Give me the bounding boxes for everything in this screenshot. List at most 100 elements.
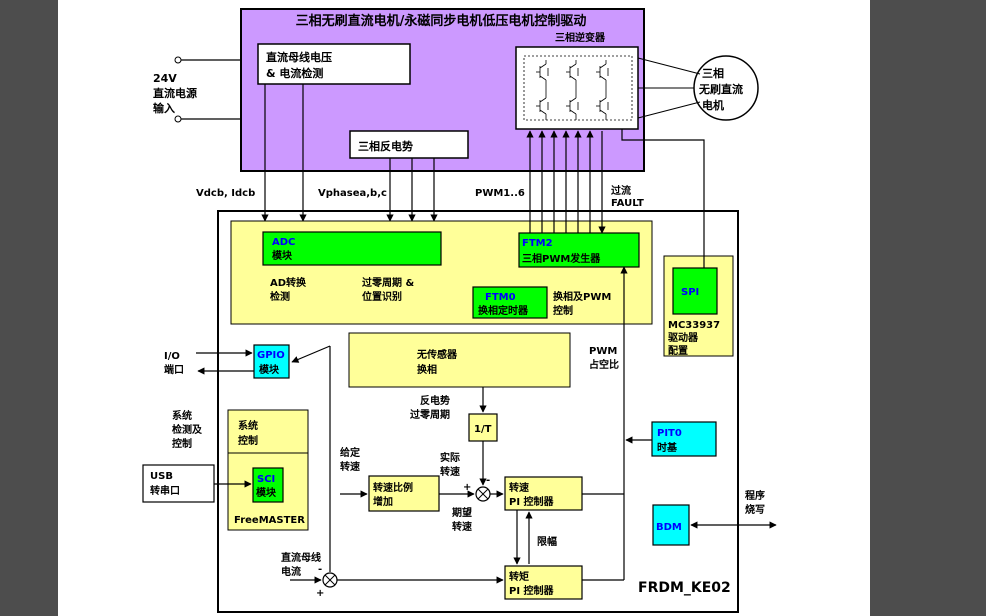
ftm2-block-sub: 三相PWM发生器 (522, 252, 601, 265)
inverter-switches-icon (523, 55, 633, 121)
gpio-block-title: GPIO (257, 350, 285, 361)
inverter-box (515, 46, 639, 130)
sys-detect-line2: 检测及 (172, 423, 203, 436)
inv-t-block (468, 413, 498, 442)
power-terminal-positive-icon (174, 56, 182, 64)
speed-pi-line2: PI 控制器 (509, 495, 555, 508)
torque-pi-line1: 转矩 (509, 570, 529, 583)
driver-block-title: 三相无刷直流电机/永磁同步电机低压电机控制驱动 (296, 13, 587, 29)
ftm0-block-sub: 换相定时器 (478, 304, 529, 317)
actual-speed-line2: 转速 (440, 465, 460, 478)
dc-bus-sense-line2: & 电流检测 (266, 66, 323, 80)
spi-block (672, 267, 718, 315)
speed-junction-minus: - (486, 475, 490, 486)
sys-control-line2: 控制 (238, 434, 258, 447)
pwm-duty-line1: PWM (589, 346, 617, 357)
mc33937-line1: MC33937 (668, 320, 720, 331)
power-input-line2: 直流电源 (153, 86, 197, 100)
desired-speed-line1: 期望 (452, 506, 472, 519)
sys-detect-line3: 控制 (172, 437, 192, 450)
speed-junction-plus: + (463, 482, 471, 493)
back-emf-box (349, 130, 469, 159)
signal-pwm: PWM1..6 (475, 188, 525, 199)
pwm-duty-line2: 占空比 (589, 358, 619, 371)
sensorless-line2: 换相 (417, 363, 437, 376)
board-name: FRDM_KE02 (638, 580, 731, 596)
inverter-label: 三相逆变器 (555, 31, 606, 44)
sci-block (252, 467, 284, 503)
ramp-block-line2: 增加 (373, 495, 393, 508)
usb-box-line1: USB (150, 471, 173, 482)
sys-control-line1: 系统 (238, 419, 258, 432)
limit-label: 限幅 (537, 535, 557, 548)
dc-bus-sense-line1: 直流母线电压 (266, 50, 332, 64)
dc-current-line1: 直流母线 (281, 551, 321, 564)
set-speed-line2: 转速 (340, 460, 360, 473)
usb-box (142, 464, 215, 503)
motor-label-line3: 电机 (702, 98, 724, 112)
sci-block-title: SCI (257, 474, 275, 485)
signal-vphase: Vphasea,b,c (318, 188, 387, 199)
speed-pi-line1: 转速 (509, 481, 529, 494)
back-emf-period-line1: 反电势 (420, 394, 450, 407)
desired-speed-line2: 转速 (452, 520, 472, 533)
power-input-line3: 输入 (153, 101, 175, 115)
ftm2-block-title: FTM2 (522, 238, 553, 249)
motor-phase-wires (637, 57, 701, 119)
back-emf-period-line2: 过零周期 (410, 408, 450, 421)
mc33937-line3: 配置 (668, 345, 688, 357)
io-label-line1: I/O (164, 351, 180, 362)
connectors (196, 84, 777, 584)
torque-pi-line2: PI 控制器 (509, 584, 555, 597)
inv-t-label: 1/T (474, 424, 492, 435)
gpio-block-sub: 模块 (259, 363, 280, 376)
usb-box-line2: 转串口 (150, 484, 180, 497)
dc-current-line2: 电流 (281, 565, 301, 578)
gpio-block (253, 344, 290, 379)
signal-vdcb: Vdcb, Idcb (196, 188, 255, 199)
ad-label-line2: 检测 (270, 290, 290, 303)
adc-block-sub: 模块 (272, 249, 293, 262)
ramp-block-line1: 转速比例 (373, 481, 413, 494)
signal-fault-line2: FAULT (611, 198, 644, 209)
ftm2-block (518, 232, 640, 268)
current-junction-plus: + (316, 588, 324, 599)
ramp-block (368, 475, 440, 512)
program-line2: 烧写 (745, 503, 765, 516)
program-line1: 程序 (745, 489, 765, 502)
power-terminal-negative-icon (174, 115, 182, 123)
zero-cross-label-line1: 过零周期 & (362, 276, 414, 289)
ftm0-block (472, 286, 548, 319)
actual-speed-line1: 实际 (440, 451, 460, 464)
sci-block-sub: 模块 (256, 486, 277, 499)
commutation-pwm-line2: 控制 (553, 304, 573, 317)
power-input-line1: 24V (153, 72, 177, 85)
bdm-block-label: BDM (656, 522, 682, 533)
pit0-block (651, 421, 717, 457)
pit0-block-title: PIT0 (657, 428, 682, 439)
adc-block (262, 231, 442, 266)
sensorless-block (348, 332, 571, 388)
mc33937-line2: 驱动器 (668, 331, 699, 344)
dc-bus-sense-box (257, 43, 411, 85)
sensorless-line1: 无传感器 (416, 348, 458, 361)
adc-block-title: ADC (272, 237, 295, 248)
sys-detect-line1: 系统 (172, 409, 192, 422)
torque-pi-block (504, 565, 583, 600)
ad-label-line1: AD转换 (270, 276, 307, 289)
io-label-line2: 端口 (164, 363, 184, 376)
back-emf-label: 三相反电势 (358, 139, 413, 153)
bdm-block (652, 504, 690, 546)
current-junction-minus: - (318, 564, 322, 575)
motor-label-line1: 三相 (702, 66, 724, 80)
set-speed-line1: 给定 (340, 446, 360, 459)
motor-label-line2: 无刷直流 (698, 82, 743, 96)
spi-block-label: SPI (681, 287, 699, 298)
ftm0-block-title: FTM0 (485, 292, 516, 303)
freemaster-label: FreeMASTER (234, 515, 305, 526)
speed-pi-block (504, 476, 583, 511)
pit0-block-sub: 时基 (657, 441, 678, 454)
signal-fault-line1: 过流 (611, 184, 631, 197)
zero-cross-label-line2: 位置识别 (362, 290, 402, 303)
